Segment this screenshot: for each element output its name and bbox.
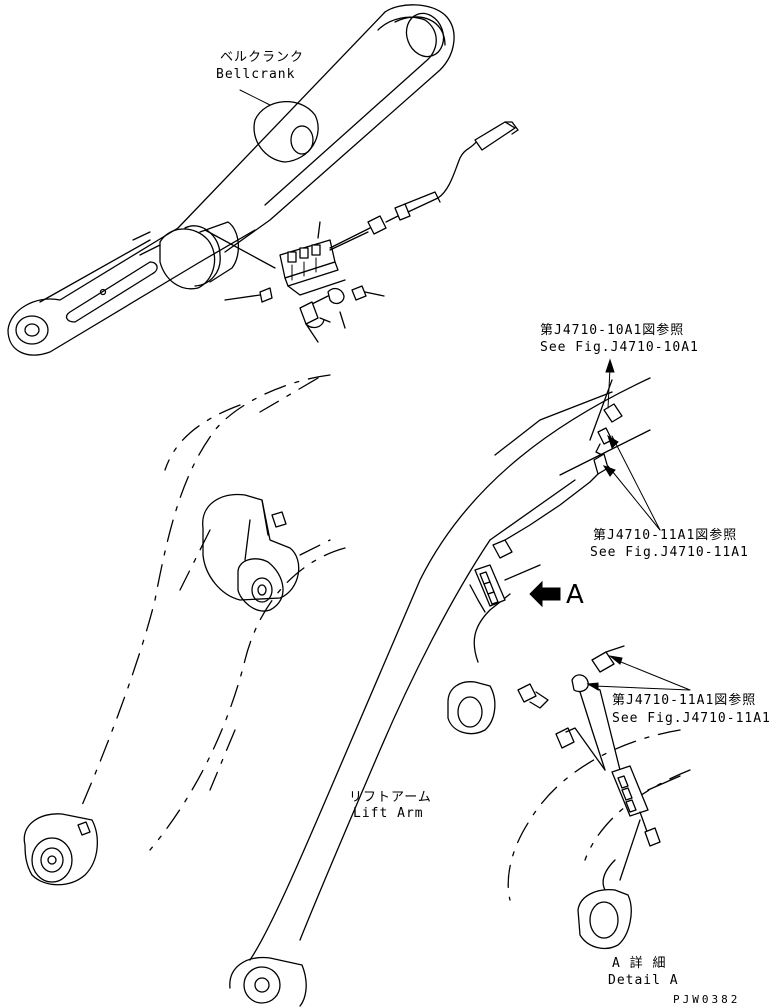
right-lift-arm <box>229 377 651 1007</box>
liftarm-label-en: Lift Arm <box>353 806 424 821</box>
drawing-code: PJW0382 <box>673 993 741 1006</box>
leader-lines <box>239 89 691 691</box>
bellcrank-label-jp: ベルクランク <box>220 50 305 65</box>
detail-label-jp: A 詳 細 <box>612 956 667 971</box>
ref2-label-en: See Fig.J4710-11A1 <box>590 545 749 560</box>
left-lift-arm <box>23 374 346 886</box>
ref1-label-en: See Fig.J4710-10A1 <box>540 340 699 355</box>
liftarm-label-jp: リフトアーム <box>349 790 432 805</box>
ref2-label-jp: 第J4710-11A1図参照 <box>593 528 738 543</box>
bellcrank-outline <box>7 4 455 356</box>
arm-fittings-upper <box>492 379 623 559</box>
grease-block-arm <box>469 564 541 613</box>
ref1-label-jp: 第J4710-10A1図参照 <box>540 323 685 338</box>
view-arrow-letter: A <box>566 580 584 610</box>
detail-label-en: Detail A <box>608 973 679 988</box>
ref3-label-jp: 第J4710-11A1図参照 <box>612 693 757 708</box>
bellcrank-fittings <box>204 121 519 343</box>
view-arrow-a <box>529 580 561 608</box>
grease-block-upper <box>279 239 346 296</box>
ref3-label-en: See Fig.J4710-11A1 <box>612 711 771 726</box>
bellcrank-label-en: Bellcrank <box>216 67 296 82</box>
detail-a-group <box>507 645 691 949</box>
